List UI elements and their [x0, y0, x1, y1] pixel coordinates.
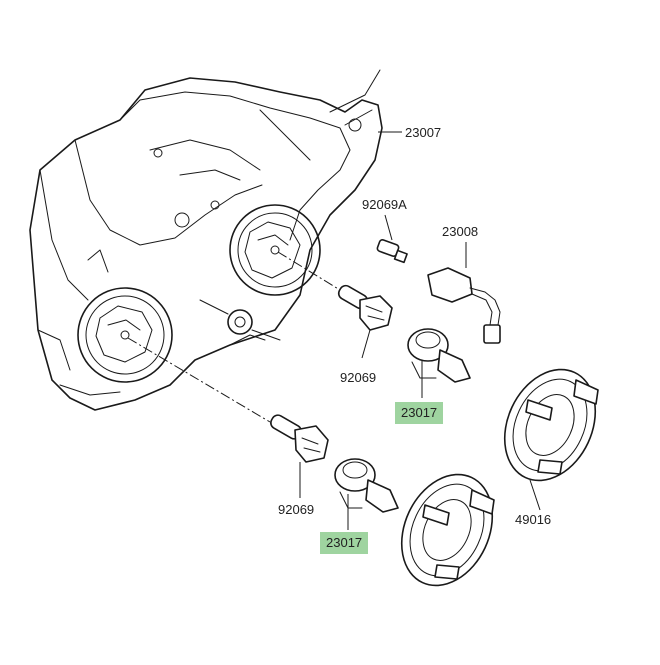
- part-label-23008: 23008: [442, 224, 479, 239]
- retaining-ring-lower: [400, 473, 495, 587]
- part-label-49016: 49016: [515, 512, 552, 527]
- upper-bulb-cover: [407, 328, 471, 383]
- lower-headlight-bulb: [270, 414, 329, 463]
- retaining-ring-upper: [503, 368, 599, 482]
- bulb-harness: [427, 267, 501, 344]
- headlight-housing: [29, 69, 383, 411]
- position-lamp-bulb: [376, 238, 408, 264]
- part-label-23017-lower: 23017: [320, 532, 369, 554]
- lower-reflector-socket: [77, 287, 173, 383]
- upper-headlight-bulb: [337, 284, 393, 331]
- leader-lines: [127, 131, 541, 530]
- upper-reflector-socket: [229, 204, 321, 296]
- part-label-23007: 23007: [405, 125, 442, 140]
- part-label-92069-upper: 92069: [340, 370, 377, 385]
- part-label-23017-upper: 23017: [395, 402, 444, 424]
- part-label-92069-lower: 92069: [278, 502, 315, 517]
- lower-bulb-cover: [334, 458, 399, 513]
- part-label-92069A: 92069A: [362, 197, 407, 212]
